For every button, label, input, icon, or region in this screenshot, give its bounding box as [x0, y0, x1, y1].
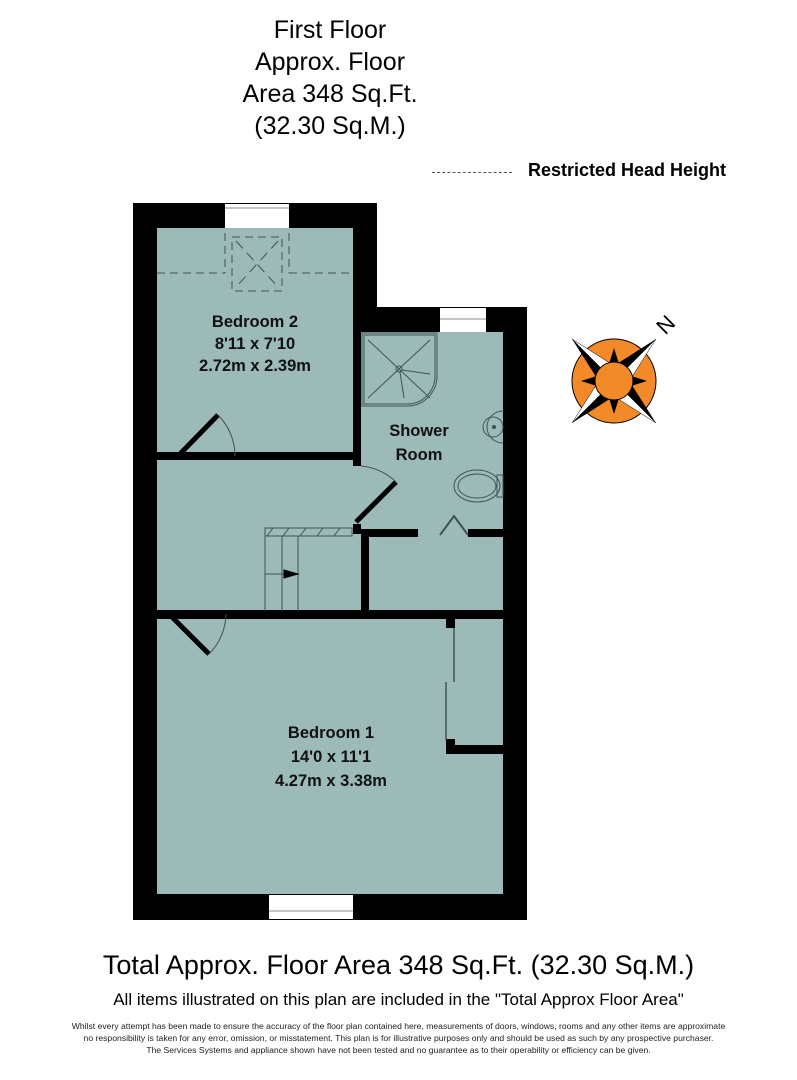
- windows: [225, 204, 486, 919]
- compass-north-label: N: [651, 310, 680, 339]
- room-dimensions-imperial: 14'0 x 11'1: [291, 748, 371, 766]
- compass-rose-icon: [571, 338, 657, 424]
- door-airing-cupboard: [439, 514, 469, 536]
- room-label-bedroom-2: Bedroom 2 8'11 x 7'10 2.72m x 2.39m: [199, 313, 311, 375]
- floor-title-line-1: First Floor: [273, 16, 387, 44]
- dashed-line-icon: [432, 172, 512, 173]
- skylight-icon: [231, 236, 283, 292]
- bedroom-1-floor: [157, 619, 503, 894]
- floor-title: First Floor Approx. Floor Area 348 Sq.Ft…: [200, 14, 460, 142]
- legend-label: Restricted Head Height: [528, 160, 727, 180]
- room-name: Bedroom 1: [288, 724, 374, 742]
- restricted-head-height-lines: [157, 233, 353, 274]
- stair-arrow-icon: [283, 569, 300, 579]
- room-dimensions-metric: 2.72m x 2.39m: [199, 357, 311, 375]
- disclaimer-line-2: no responsibility is taken for any error…: [83, 1033, 714, 1043]
- room-dimensions-metric: 4.27m x 3.38m: [275, 772, 387, 790]
- wardrobe-sliding-doors: [445, 628, 455, 740]
- room-label-shower-room: Shower Room: [389, 422, 449, 464]
- floor-title-line-2: Approx. Floor: [254, 48, 406, 76]
- room-label-bedroom-1: Bedroom 1 14'0 x 11'1 4.27m x 3.38m: [275, 724, 387, 790]
- door-bedroom-1: [167, 612, 227, 656]
- floor-title-line-3: Area 348 Sq.Ft.: [242, 80, 418, 108]
- door-bedroom-2: [176, 413, 236, 458]
- items-note: All items illustrated on this plan are i…: [113, 990, 684, 1009]
- doors: [167, 413, 469, 740]
- legend: Restricted Head Height: [432, 160, 762, 184]
- door-shower-room: [354, 465, 398, 524]
- shower-tray-icon: [361, 332, 438, 407]
- wash-basin-icon: [482, 410, 504, 444]
- toilet-icon: [453, 469, 504, 503]
- room-dimensions-imperial: 8'11 x 7'10: [215, 335, 295, 353]
- total-floor-area: Total Approx. Floor Area 348 Sq.Ft. (32.…: [102, 950, 695, 980]
- floor-title-line-4: (32.30 Sq.M.): [254, 112, 406, 140]
- disclaimer-line-1: Whilst every attempt has been made to en…: [71, 1021, 726, 1031]
- disclaimer-line-3: The Services Systems and appliance shown…: [146, 1045, 651, 1055]
- room-name-line-2: Room: [396, 446, 443, 464]
- window-bedroom-2: [225, 204, 289, 228]
- staircase: [264, 527, 353, 611]
- interior-walls: [157, 303, 503, 754]
- room-name-line-1: Shower: [389, 422, 449, 440]
- window-shower-room: [440, 308, 486, 332]
- disclaimer: Whilst every attempt has been made to en…: [0, 1020, 797, 1056]
- bedroom-2-floor: [157, 228, 353, 452]
- room-name: Bedroom 2: [212, 313, 298, 331]
- window-bedroom-1: [269, 895, 353, 919]
